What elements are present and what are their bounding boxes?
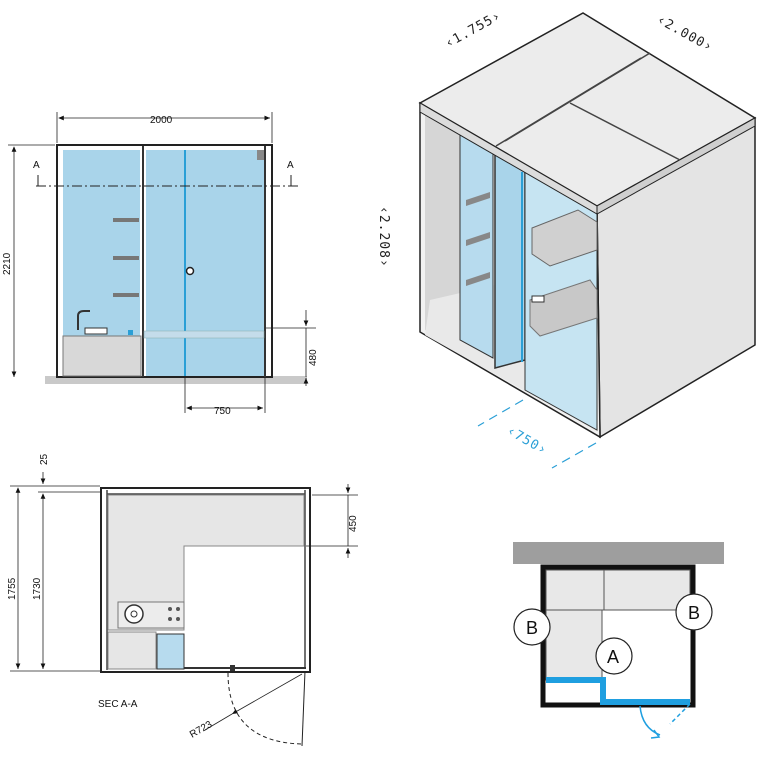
iso-shelf xyxy=(466,232,490,246)
key-marker-b-left xyxy=(513,608,551,646)
iso-roof-seam xyxy=(504,52,651,142)
shelf xyxy=(113,293,139,297)
door-width-label: 750 xyxy=(214,406,231,417)
key-bench-side xyxy=(545,609,603,681)
plan-bench xyxy=(107,494,305,631)
plan-door-leaf xyxy=(301,670,306,747)
key-marker-a xyxy=(595,637,633,675)
iso-width-label: ‹2.000› xyxy=(654,12,715,55)
key-label-a: A xyxy=(607,647,619,667)
iso-door-dim-left xyxy=(477,399,524,427)
key-bench-back xyxy=(545,569,691,611)
section-caption: SEC A-A xyxy=(98,699,138,710)
plan-radius-leader xyxy=(204,713,233,731)
key-glass-line xyxy=(546,677,690,705)
bench-height-label: 480 xyxy=(308,349,319,366)
plan-sink-drain xyxy=(130,610,138,618)
width-label: 2000 xyxy=(150,115,173,126)
depth-outer-label: 1755 xyxy=(7,577,18,600)
key-door-swing xyxy=(669,703,691,725)
plan-tap xyxy=(176,617,180,621)
front-elevation: A A 2000 2210 480 750 xyxy=(2,112,319,417)
plan-door-hinge xyxy=(230,665,235,671)
key-label-b-left: B xyxy=(526,618,538,638)
isometric-view: ‹1.755› ‹2.000› ‹2.208› ‹750› xyxy=(376,8,757,469)
key-plan: B B A xyxy=(513,542,724,739)
height-label: 2210 xyxy=(2,252,13,275)
plan-glass-box xyxy=(156,633,185,670)
shelf xyxy=(113,256,139,260)
iso-left-glass xyxy=(459,131,494,359)
shelf xyxy=(113,218,139,222)
door-handle xyxy=(185,266,195,276)
iso-depth-label: ‹1.755› xyxy=(443,8,504,51)
depth-inner-label: 1730 xyxy=(32,577,43,600)
section-label-right: A xyxy=(287,160,294,171)
iso-shelf xyxy=(466,192,490,206)
plan-radius-line xyxy=(231,673,303,715)
key-marker-b-right xyxy=(675,593,713,631)
key-door-arrow xyxy=(650,729,661,739)
plan-cabinet xyxy=(107,631,157,670)
bench-strip xyxy=(143,330,265,339)
iso-door-glass xyxy=(494,151,526,369)
bench-depth-label: 450 xyxy=(348,515,359,532)
top-corner-block xyxy=(257,150,264,160)
iso-bench xyxy=(531,209,598,267)
iso-roof-right-edge xyxy=(596,117,756,215)
plan-tap xyxy=(168,617,172,621)
plan-door-swing xyxy=(227,672,303,745)
key-back-wall xyxy=(513,542,724,564)
key-label-b-right: B xyxy=(688,603,700,623)
iso-shelf xyxy=(466,272,490,286)
faucet xyxy=(77,310,90,330)
iso-sink xyxy=(531,295,545,303)
tap-control xyxy=(128,330,133,335)
key-door-arc xyxy=(639,705,661,736)
plan-tap xyxy=(176,607,180,611)
floor-strip xyxy=(45,376,307,384)
wall-thickness-label: 25 xyxy=(39,453,50,465)
section-label-left: A xyxy=(33,160,40,171)
iso-height-label: ‹2.208› xyxy=(376,206,391,268)
plan-tap xyxy=(168,607,172,611)
iso-door-dim-right xyxy=(551,442,597,469)
iso-door-label: ‹750› xyxy=(504,423,550,458)
plan-section: R723 SEC A-A 1755 1730 25 450 xyxy=(7,453,359,747)
iso-roof-seam xyxy=(569,102,681,161)
bench xyxy=(62,335,142,377)
iso-left-panel xyxy=(425,112,460,350)
sink xyxy=(84,327,108,335)
iso-bench-lower xyxy=(529,279,598,337)
right-glass-panel xyxy=(146,150,264,376)
radius-label: R723 xyxy=(188,719,215,741)
